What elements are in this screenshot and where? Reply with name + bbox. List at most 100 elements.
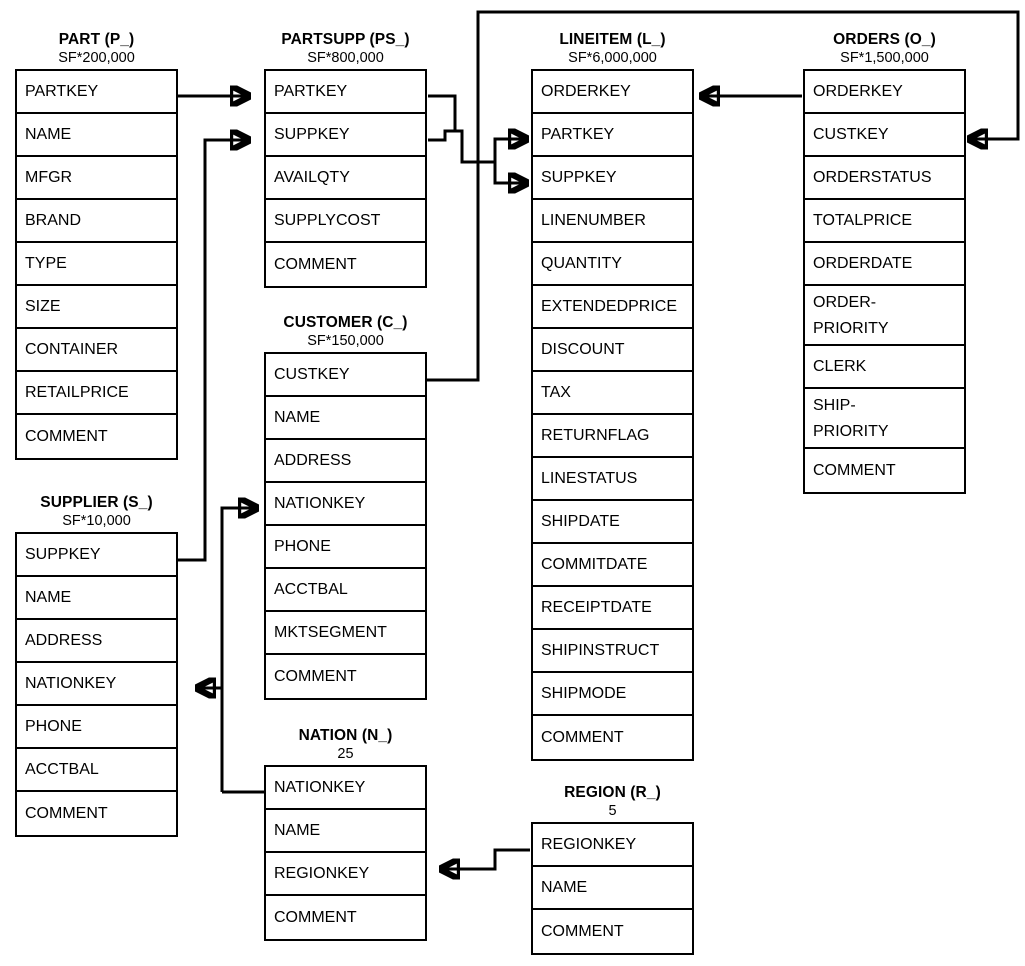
field-supplier-acctbal[interactable]: ACCTBAL xyxy=(17,749,176,792)
field-lineitem-linestatus[interactable]: LINESTATUS xyxy=(533,458,692,501)
field-nation-nationkey[interactable]: NATIONKEY xyxy=(266,767,425,810)
field-lineitem-linenumber[interactable]: LINENUMBER xyxy=(533,200,692,243)
field-orders-comment[interactable]: COMMENT xyxy=(805,449,964,492)
entity-part-title: PART (P_) xyxy=(58,31,135,48)
field-lineitem-quantity[interactable]: QUANTITY xyxy=(533,243,692,286)
entity-part: PART (P_) SF*200,000 PARTKEY NAME MFGR B… xyxy=(15,30,178,460)
entity-orders-title: ORDERS (O_) xyxy=(833,31,936,48)
field-part-brand[interactable]: BRAND xyxy=(17,200,176,243)
field-customer-comment[interactable]: COMMENT xyxy=(266,655,425,698)
entity-region-title: REGION (R_) xyxy=(564,784,661,801)
field-customer-phone[interactable]: PHONE xyxy=(266,526,425,569)
field-customer-name[interactable]: NAME xyxy=(266,397,425,440)
wire-partsupp-trunk xyxy=(455,129,495,164)
field-part-type[interactable]: TYPE xyxy=(17,243,176,286)
entity-lineitem-cardinality: SF*6,000,000 xyxy=(568,50,657,66)
field-orders-orderstatus[interactable]: ORDERSTATUS xyxy=(805,157,964,200)
field-lineitem-shipinstruct[interactable]: SHIPINSTRUCT xyxy=(533,630,692,673)
field-region-comment[interactable]: COMMENT xyxy=(533,910,692,953)
field-part-size[interactable]: SIZE xyxy=(17,286,176,329)
field-orders-orderpriority[interactable]: ORDER-PRIORITY xyxy=(805,286,964,346)
field-part-mfgr[interactable]: MFGR xyxy=(17,157,176,200)
field-orders-orderkey[interactable]: ORDERKEY xyxy=(805,71,964,114)
field-orders-orderdate[interactable]: ORDERDATE xyxy=(805,243,964,286)
field-orders-shippriority[interactable]: SHIP-PRIORITY xyxy=(805,389,964,449)
field-lineitem-returnflag[interactable]: RETURNFLAG xyxy=(533,415,692,458)
entity-partsupp: PARTSUPP (PS_) SF*800,000 PARTKEY SUPPKE… xyxy=(264,30,427,288)
field-customer-nationkey[interactable]: NATIONKEY xyxy=(266,483,425,526)
entity-partsupp-cardinality: SF*800,000 xyxy=(307,50,384,66)
entity-supplier-box: SUPPKEY NAME ADDRESS NATIONKEY PHONE ACC… xyxy=(15,532,178,837)
field-nation-name[interactable]: NAME xyxy=(266,810,425,853)
field-nation-regionkey[interactable]: REGIONKEY xyxy=(266,853,425,896)
field-part-partkey[interactable]: PARTKEY xyxy=(17,71,176,114)
entity-part-box: PARTKEY NAME MFGR BRAND TYPE SIZE CONTAI… xyxy=(15,69,178,460)
entity-lineitem: LINEITEM (L_) SF*6,000,000 ORDERKEY PART… xyxy=(531,30,694,761)
field-lineitem-comment[interactable]: COMMENT xyxy=(533,716,692,759)
wire-partsupp-to-lineitem-suppkey xyxy=(493,162,528,183)
field-lineitem-orderkey[interactable]: ORDERKEY xyxy=(533,71,692,114)
field-lineitem-partkey[interactable]: PARTKEY xyxy=(533,114,692,157)
wire-partsupp-to-lineitem-partkey xyxy=(493,139,528,162)
wire-nation-to-customer-nationkey xyxy=(220,508,258,792)
field-lineitem-shipmode[interactable]: SHIPMODE xyxy=(533,673,692,716)
entity-customer-box: CUSTKEY NAME ADDRESS NATIONKEY PHONE ACC… xyxy=(264,352,427,700)
field-lineitem-commitdate[interactable]: COMMITDATE xyxy=(533,544,692,587)
field-partsupp-comment[interactable]: COMMENT xyxy=(266,243,425,286)
field-lineitem-extendedprice[interactable]: EXTENDEDPRICE xyxy=(533,286,692,329)
entity-nation: NATION (N_) 25 NATIONKEY NAME REGIONKEY … xyxy=(264,726,427,941)
entity-partsupp-title: PARTSUPP (PS_) xyxy=(281,31,410,48)
field-orders-totalprice[interactable]: TOTALPRICE xyxy=(805,200,964,243)
entity-lineitem-title: LINEITEM (L_) xyxy=(559,31,666,48)
field-lineitem-shipdate[interactable]: SHIPDATE xyxy=(533,501,692,544)
field-nation-comment[interactable]: COMMENT xyxy=(266,896,425,939)
field-lineitem-suppkey[interactable]: SUPPKEY xyxy=(533,157,692,200)
field-region-name[interactable]: NAME xyxy=(533,867,692,910)
entity-customer-cardinality: SF*150,000 xyxy=(307,333,384,349)
field-customer-acctbal[interactable]: ACCTBAL xyxy=(266,569,425,612)
entity-region-cardinality: 5 xyxy=(608,803,617,819)
field-partsupp-suppkey[interactable]: SUPPKEY xyxy=(266,114,425,157)
field-supplier-name[interactable]: NAME xyxy=(17,577,176,620)
wire-region-to-nation xyxy=(440,848,530,869)
entity-supplier-cardinality: SF*10,000 xyxy=(62,513,131,529)
field-orders-clerk[interactable]: CLERK xyxy=(805,346,964,389)
entity-orders-cardinality: SF*1,500,000 xyxy=(840,50,929,66)
field-partsupp-partkey[interactable]: PARTKEY xyxy=(266,71,425,114)
field-supplier-suppkey[interactable]: SUPPKEY xyxy=(17,534,176,577)
field-supplier-comment[interactable]: COMMENT xyxy=(17,792,176,835)
field-lineitem-discount[interactable]: DISCOUNT xyxy=(533,329,692,372)
field-part-comment[interactable]: COMMENT xyxy=(17,415,176,458)
field-part-name[interactable]: NAME xyxy=(17,114,176,157)
field-partsupp-availqty[interactable]: AVAILQTY xyxy=(266,157,425,200)
entity-part-cardinality: SF*200,000 xyxy=(58,50,135,66)
field-customer-address[interactable]: ADDRESS xyxy=(266,440,425,483)
entity-supplier-title: SUPPLIER (S_) xyxy=(40,494,153,511)
entity-lineitem-box: ORDERKEY PARTKEY SUPPKEY LINENUMBER QUAN… xyxy=(531,69,694,761)
field-customer-custkey[interactable]: CUSTKEY xyxy=(266,354,425,397)
field-supplier-address[interactable]: ADDRESS xyxy=(17,620,176,663)
field-part-retailprice[interactable]: RETAILPRICE xyxy=(17,372,176,415)
entity-partsupp-box: PARTKEY SUPPKEY AVAILQTY SUPPLYCOST COMM… xyxy=(264,69,427,288)
field-lineitem-receiptdate[interactable]: RECEIPTDATE xyxy=(533,587,692,630)
entity-supplier: SUPPLIER (S_) SF*10,000 SUPPKEY NAME ADD… xyxy=(15,493,178,837)
entity-orders: ORDERS (O_) SF*1,500,000 ORDERKEY CUSTKE… xyxy=(803,30,966,494)
field-customer-mktsegment[interactable]: MKTSEGMENT xyxy=(266,612,425,655)
entity-nation-box: NATIONKEY NAME REGIONKEY COMMENT xyxy=(264,765,427,941)
entity-customer-title: CUSTOMER (C_) xyxy=(283,314,408,331)
field-part-container[interactable]: CONTAINER xyxy=(17,329,176,372)
wire-partsupp-suppkey-merge xyxy=(428,129,455,142)
field-region-regionkey[interactable]: REGIONKEY xyxy=(533,824,692,867)
entity-nation-title: NATION (N_) xyxy=(298,727,393,744)
entity-region: REGION (R_) 5 REGIONKEY NAME COMMENT xyxy=(531,783,694,955)
entity-customer: CUSTOMER (C_) SF*150,000 CUSTKEY NAME AD… xyxy=(264,313,427,700)
field-lineitem-tax[interactable]: TAX xyxy=(533,372,692,415)
entity-orders-box: ORDERKEY CUSTKEY ORDERSTATUS TOTALPRICE … xyxy=(803,69,966,494)
field-partsupp-supplycost[interactable]: SUPPLYCOST xyxy=(266,200,425,243)
field-supplier-phone[interactable]: PHONE xyxy=(17,706,176,749)
field-orders-custkey[interactable]: CUSTKEY xyxy=(805,114,964,157)
field-supplier-nationkey[interactable]: NATIONKEY xyxy=(17,663,176,706)
wire-partsupp-partkey-merge xyxy=(428,94,457,131)
wire-supplier-to-partsupp xyxy=(178,140,250,562)
